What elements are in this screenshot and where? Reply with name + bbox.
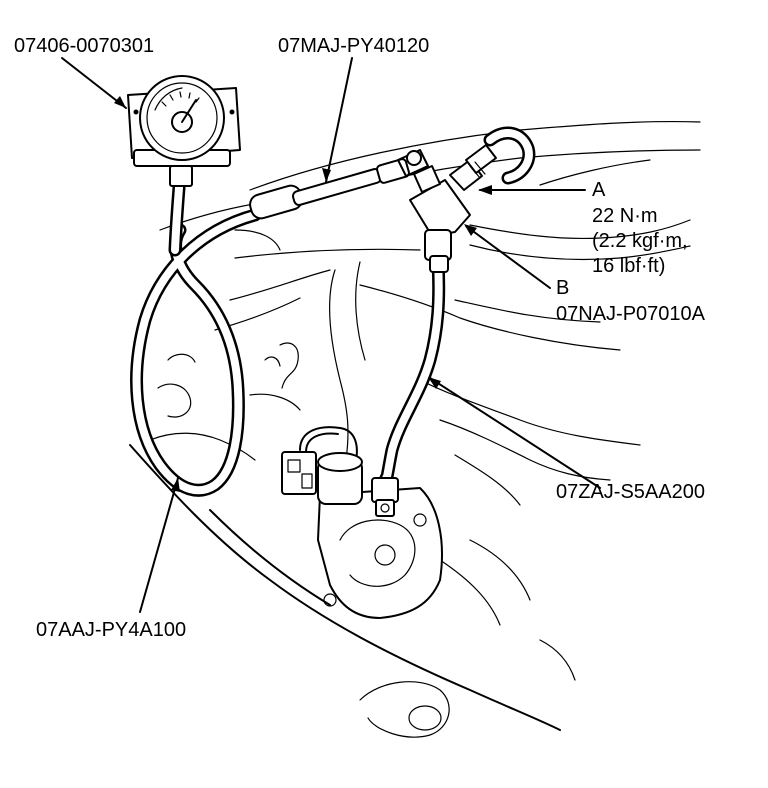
torque-kgf: (2.2 kgf·m, [592,230,688,252]
label-hose-right-part: 07ZAJ-S5AA200 [556,481,705,503]
label-gauge-part: 07406-0070301 [14,35,154,57]
pressure-gauge [127,75,241,187]
callout-b: B [556,277,569,299]
leader-lines [61,57,601,613]
adapter-fitting [409,144,497,273]
pressure-hose-right [379,255,446,485]
label-hose-left-part: 07AAJ-PY4A100 [36,619,186,641]
callout-a: A [592,179,606,201]
bleed-hose [483,126,536,185]
pressure-hose-left [130,208,262,497]
valve-body [281,451,443,619]
label-hose-top-part: 07MAJ-PY40120 [278,35,429,57]
label-adapter-part: 07NAJ-P07010A [556,303,706,325]
harness-wire [299,426,358,466]
torque-lbf: 16 lbf·ft) [592,255,665,277]
hose-top-assembly [249,149,429,220]
torque-nm: 22 N·m [592,205,658,227]
